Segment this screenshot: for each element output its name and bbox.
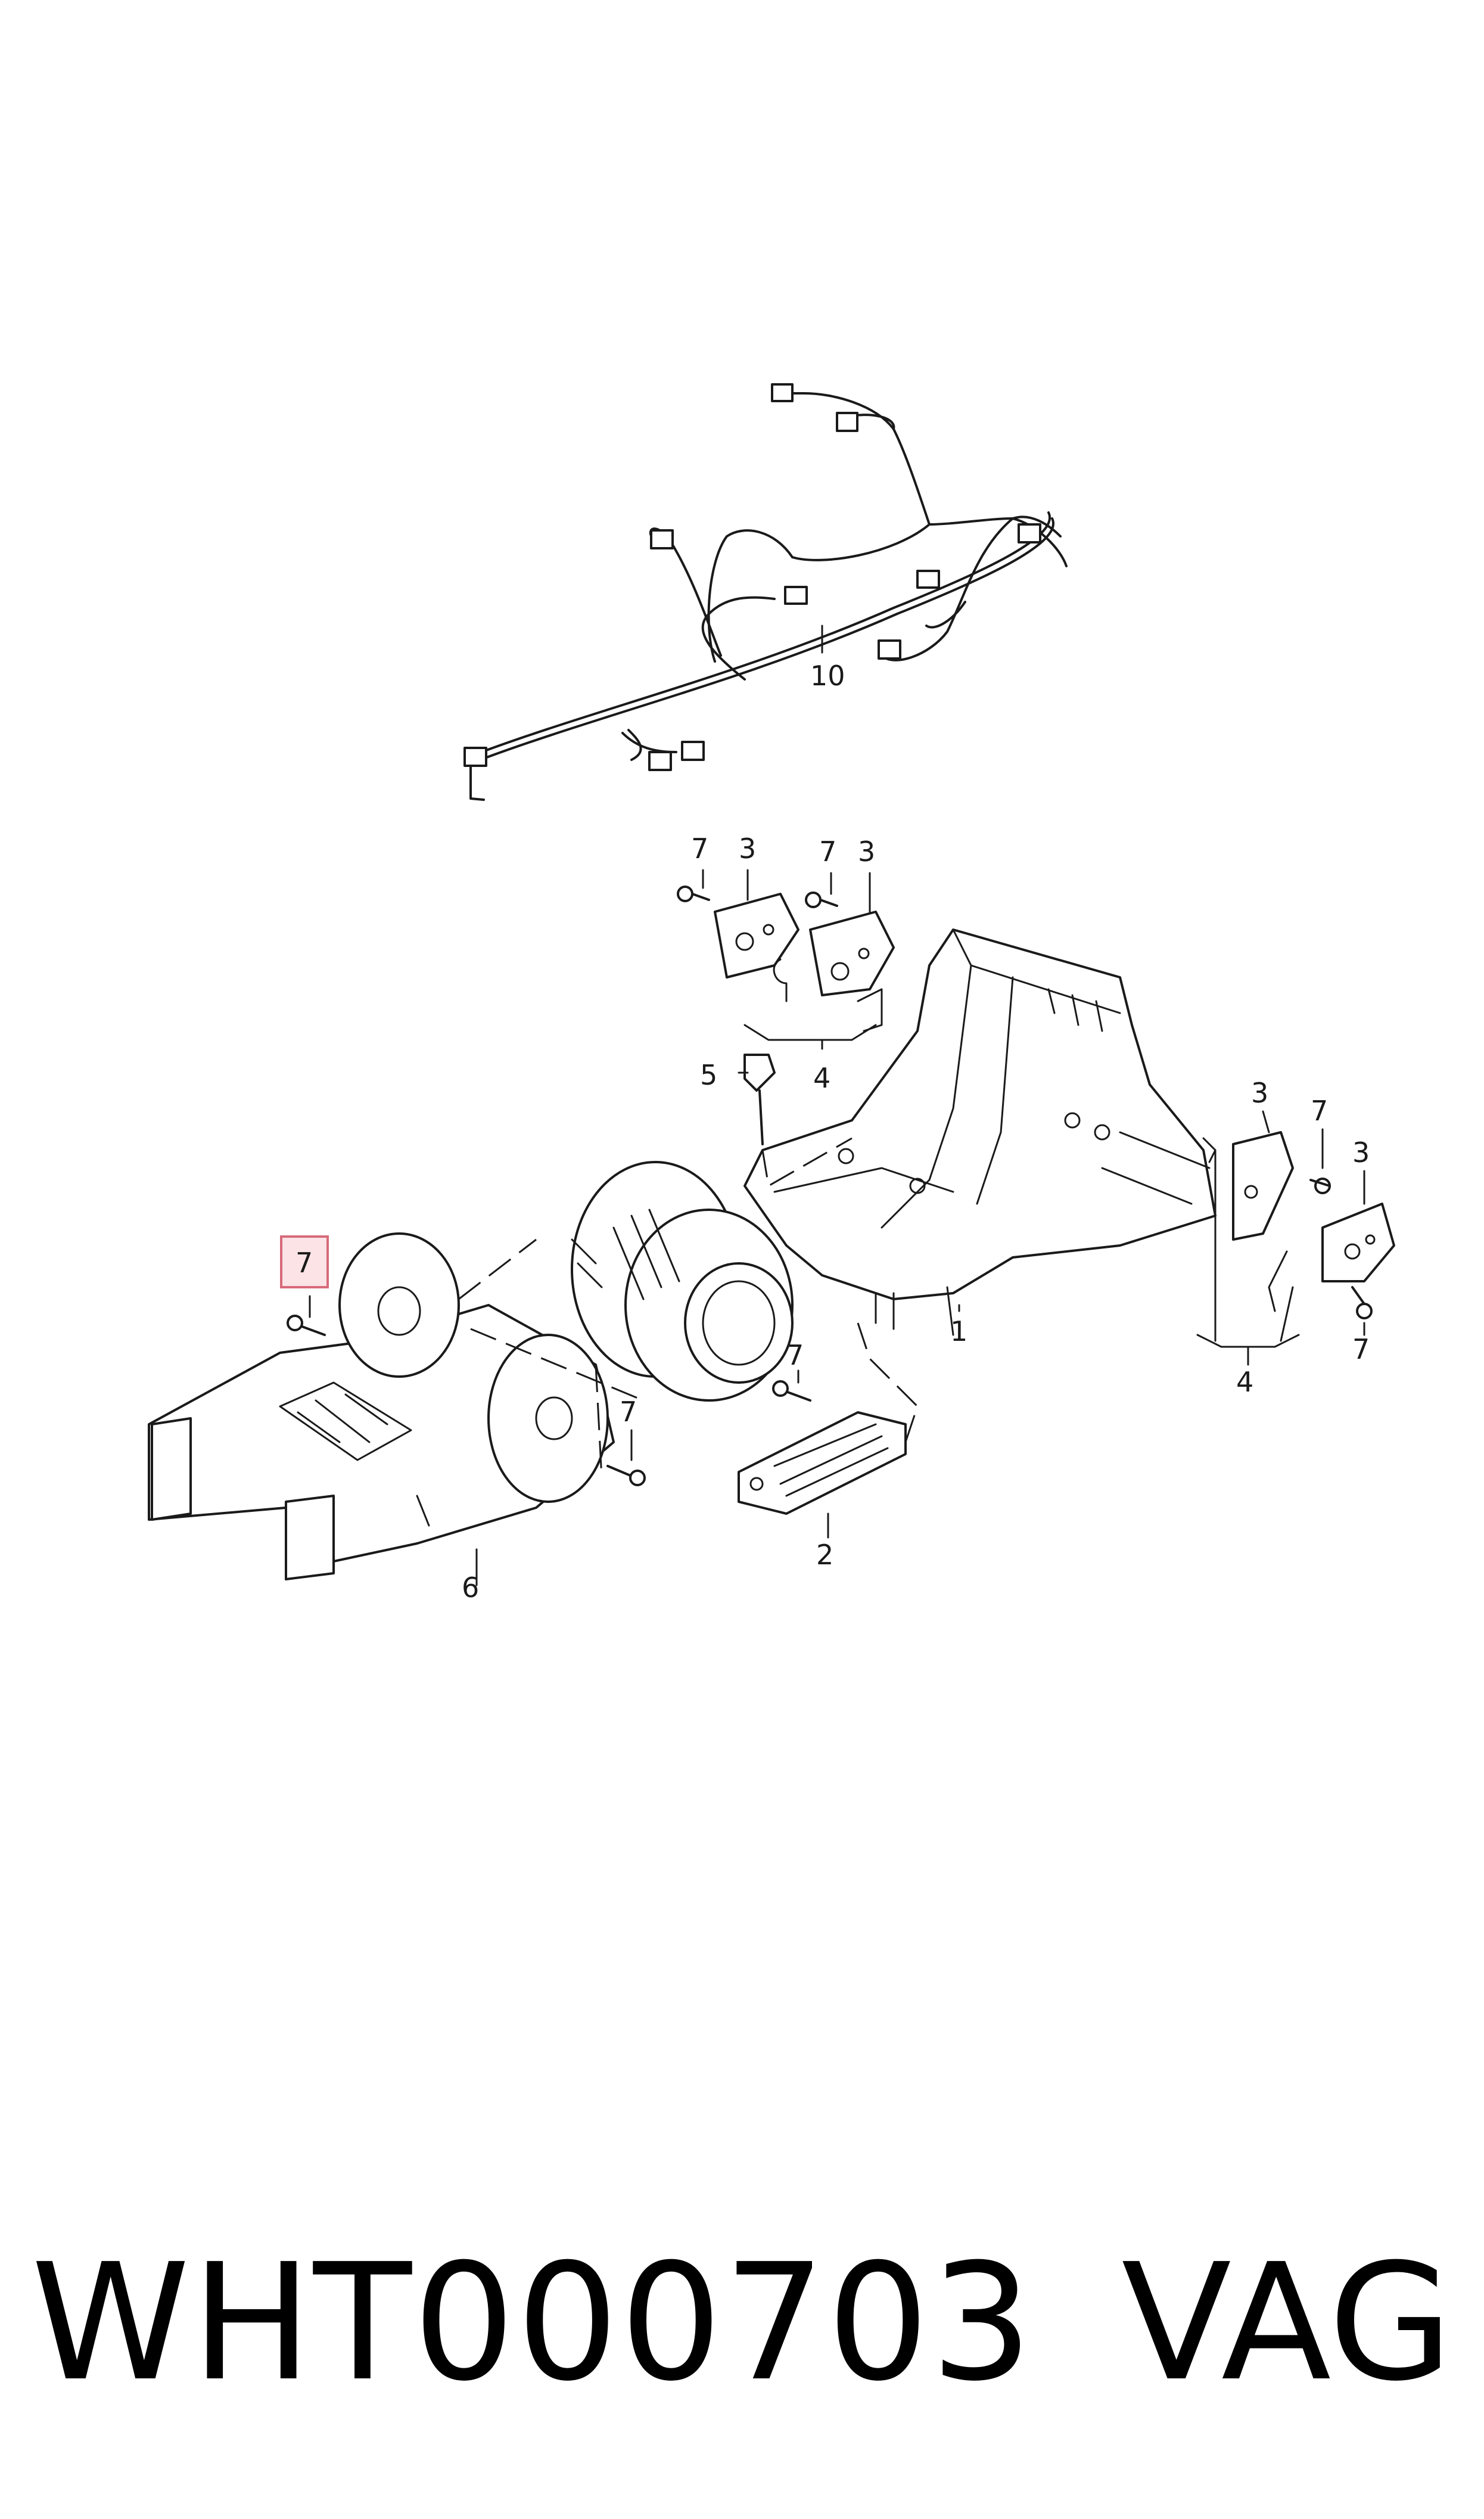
lever <box>857 988 883 1032</box>
callout-3: 3 <box>739 833 756 865</box>
harness-connector <box>681 741 705 761</box>
temperature-sensor <box>743 1054 776 1145</box>
callout-3: 3 <box>1251 1077 1268 1109</box>
screw <box>1309 1178 1331 1194</box>
lever <box>1268 1250 1288 1312</box>
callout-1: 1 <box>950 1315 967 1347</box>
actuator-right-lower <box>1321 1203 1395 1282</box>
harness-connector <box>650 529 674 549</box>
harness-connector <box>1018 523 1041 543</box>
screw <box>677 886 710 902</box>
callout-7: 7 <box>691 833 708 865</box>
callout-10: 10 <box>810 660 845 692</box>
actuator-right-upper <box>1232 1131 1294 1241</box>
callout-6: 6 <box>462 1571 479 1604</box>
screw <box>772 1380 811 1402</box>
callout-7: 7 <box>1311 1095 1328 1127</box>
screw <box>805 892 838 908</box>
blower-fan <box>571 1161 794 1402</box>
harness-connector <box>463 747 487 767</box>
leader-lines <box>309 869 1365 1568</box>
callout-7: 7 <box>819 835 836 868</box>
callout-7: 7 <box>620 1396 637 1428</box>
wiring-harness <box>463 383 1068 801</box>
harness-connector <box>878 639 901 660</box>
callout-3: 3 <box>1352 1136 1370 1169</box>
screw <box>606 1465 646 1486</box>
harness-connector <box>916 570 940 589</box>
callout-4: 4 <box>813 1062 830 1094</box>
callout-2: 2 <box>816 1539 833 1571</box>
callout-7-highlighted-label: 7 <box>295 1247 313 1279</box>
callout-4: 4 <box>1236 1366 1253 1398</box>
callout-5: 5 <box>700 1059 717 1091</box>
blower-resistor <box>738 1411 907 1539</box>
harness-connector <box>648 751 672 771</box>
brand-name: VAG <box>1121 2229 1453 2416</box>
harness-connector <box>771 383 794 402</box>
footer: WHT000703 VAG <box>0 2229 1484 2416</box>
screw <box>1351 1286 1373 1319</box>
part-number: WHT000703 <box>31 2229 1034 2416</box>
harness-connector <box>836 412 858 432</box>
heater-housing <box>743 928 1217 1336</box>
screw-highlighted <box>287 1315 326 1336</box>
callout-7: 7 <box>786 1339 804 1371</box>
actuator-top-right <box>809 911 895 996</box>
lever <box>773 958 788 1002</box>
callout-7: 7 <box>1352 1333 1370 1365</box>
harness-connector <box>784 586 808 605</box>
callout-3: 3 <box>858 835 875 868</box>
actuator-top-left <box>714 893 799 979</box>
air-duct-assembly <box>148 1232 615 1586</box>
callout-7-highlighted[interactable]: 7 <box>280 1235 329 1288</box>
